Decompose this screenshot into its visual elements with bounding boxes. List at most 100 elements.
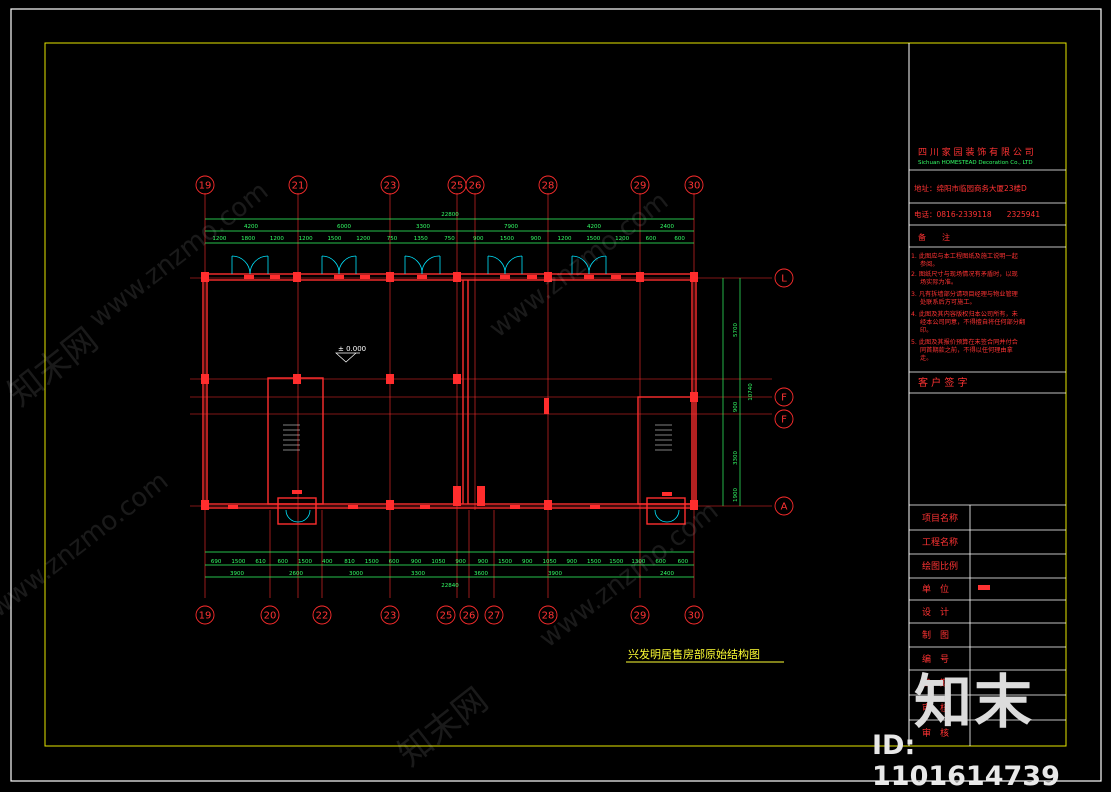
- dim-bottom-row1-1: 1500: [231, 559, 245, 565]
- dim-bottom-row1-20: 600: [655, 559, 666, 565]
- company-address: 地址：绵阳市临园商务大厦23楼D: [914, 183, 1027, 193]
- svg-text:30: 30: [688, 611, 701, 622]
- svg-text:23: 23: [384, 611, 397, 622]
- svg-text:20: 20: [264, 611, 277, 622]
- dim-bottom-row2-2: 3000: [349, 571, 363, 577]
- level-mark: ± 0.000: [338, 345, 366, 353]
- grid-marker-top-23: 23: [380, 175, 400, 195]
- company-name-en: Sichuan HOMESTEAD Decoration Co., LTD: [918, 160, 1033, 166]
- dim-bottom-row1-18: 1500: [609, 559, 623, 565]
- svg-text:30: 30: [688, 181, 701, 192]
- svg-text:27: 27: [488, 611, 501, 622]
- grid-marker-right-A-3: A: [774, 496, 794, 516]
- svg-text:28: 28: [542, 611, 555, 622]
- dim-bottom-row1-12: 900: [478, 559, 489, 565]
- grid-marker-bottom-27: 27: [484, 605, 504, 625]
- row-label-number: 编 号: [922, 653, 949, 665]
- grid-marker-top-19: 19: [195, 175, 215, 195]
- entry-left: [277, 497, 317, 525]
- dim-bottom-row1-13: 1500: [498, 559, 512, 565]
- company-phone: 电话：0816-2339118 2325941: [914, 209, 1040, 219]
- dim-bottom-row2-4: 3600: [474, 571, 488, 577]
- floor-plan-walls: [202, 273, 697, 525]
- row-label-unit: 单 位: [922, 583, 949, 595]
- svg-text:21: 21: [292, 181, 305, 192]
- unit-value-mark: [978, 585, 990, 590]
- dim-right-0: 5700: [733, 323, 739, 337]
- grid-marker-top-28: 28: [538, 175, 558, 195]
- svg-text:22: 22: [316, 611, 329, 622]
- dim-bottom-row1-4: 1500: [298, 559, 312, 565]
- svg-text:A: A: [781, 502, 788, 513]
- note-4-line3: 印。: [920, 327, 932, 334]
- dim-bottom-row1-8: 600: [389, 559, 400, 565]
- svg-text:19: 19: [199, 611, 212, 622]
- outer-wall-inner: [206, 279, 693, 505]
- dim-bottom-row1-5: 400: [322, 559, 333, 565]
- grid-marker-bottom-29: 29: [630, 605, 650, 625]
- svg-text:29: 29: [634, 181, 647, 192]
- grid-marker-bottom-30: 30: [684, 605, 704, 625]
- dim-top-row2-13: 1500: [586, 236, 600, 242]
- grid-marker-bottom-25: 25: [436, 605, 456, 625]
- dim-bottom-row2-5: 3900: [548, 571, 562, 577]
- row-label-review: 审 核: [922, 702, 949, 714]
- dim-bottom-row1-21: 600: [678, 559, 689, 565]
- brand-logo: 知末: [914, 668, 1035, 736]
- note-2-line2: 场实际为准。: [920, 278, 957, 286]
- dim-top-row2-6: 750: [387, 236, 398, 242]
- note-1-line1: 1. 此图应与本工程图纸及施工说明一起: [911, 252, 1018, 260]
- grid-marker-top-26: 26: [465, 175, 485, 195]
- dim-bottom-row1-17: 1500: [587, 559, 601, 565]
- axis-lines: [190, 193, 772, 598]
- client-signature-label: 客 户 签 字: [918, 376, 968, 389]
- dim-bottom-row1-15: 1050: [543, 559, 557, 565]
- dim-top-row1-2: 3300: [416, 224, 430, 230]
- svg-text:25: 25: [440, 611, 453, 622]
- grid-marker-bottom-20: 20: [260, 605, 280, 625]
- dim-top-row2-11: 900: [531, 236, 542, 242]
- dim-top-row1-4: 4200: [587, 224, 601, 230]
- dim-bottom-row1-11: 900: [455, 559, 466, 565]
- svg-text:F: F: [781, 415, 787, 426]
- company-name-cn: 四 川 家 园 装 饰 有 限 公 司: [918, 146, 1034, 158]
- dim-right-total: 10740: [748, 383, 754, 401]
- grid-markers-bottom: 19 20 22 23 25 26 27 28 29 30: [195, 605, 704, 625]
- outer-wall: [202, 273, 697, 509]
- grid-marker-right-F-1: F: [774, 387, 794, 407]
- grid-marker-top-29: 29: [630, 175, 650, 195]
- dim-bottom-row1-7: 1500: [365, 559, 379, 565]
- note-2-line1: 2. 图纸尺寸与现场情况有矛盾时，以现: [911, 270, 1018, 278]
- dim-bottom-row1-14: 900: [522, 559, 533, 565]
- svg-text:23: 23: [384, 181, 397, 192]
- dim-top-row2-4: 1500: [327, 236, 341, 242]
- note-3-line1: 3. 凡有拆墙部分请项目经理与物业管理: [911, 290, 1018, 298]
- grid-marker-bottom-19: 19: [195, 605, 215, 625]
- dim-top-total: 22800: [441, 212, 459, 218]
- row-label-date: 日 期: [922, 678, 949, 689]
- grid-marker-bottom-28: 28: [538, 605, 558, 625]
- row-label-design: 设 计: [922, 606, 949, 618]
- grid-marker-bottom-22: 22: [312, 605, 332, 625]
- note-5-line3: 走。: [920, 355, 932, 362]
- row-label-review-2: 审 核: [922, 727, 949, 739]
- svg-text:26: 26: [463, 611, 476, 622]
- grid-marker-right-F-2: F: [774, 409, 794, 429]
- svg-text:29: 29: [634, 611, 647, 622]
- dim-top-row2-3: 1200: [299, 236, 313, 242]
- row-label-project: 项目名称: [922, 512, 958, 524]
- entry-right: [646, 497, 686, 525]
- dim-bottom-row1-19: 1300: [631, 559, 645, 565]
- grid-marker-bottom-26: 26: [459, 605, 479, 625]
- dim-bottom-row2-0: 3900: [230, 571, 244, 577]
- grid-marker-top-25: 25: [447, 175, 467, 195]
- note-5-line2: 同首期款之前，不得以任何理由拿: [920, 346, 1013, 354]
- outer-frame: [10, 8, 1102, 782]
- row-label-scale: 绘图比例: [922, 560, 958, 572]
- dim-top-row2-16: 600: [674, 236, 685, 242]
- dim-bottom-row2-1: 2600: [289, 571, 303, 577]
- dim-bottom-total: 22840: [441, 583, 459, 589]
- dim-bottom-row1-6: 810: [344, 559, 355, 565]
